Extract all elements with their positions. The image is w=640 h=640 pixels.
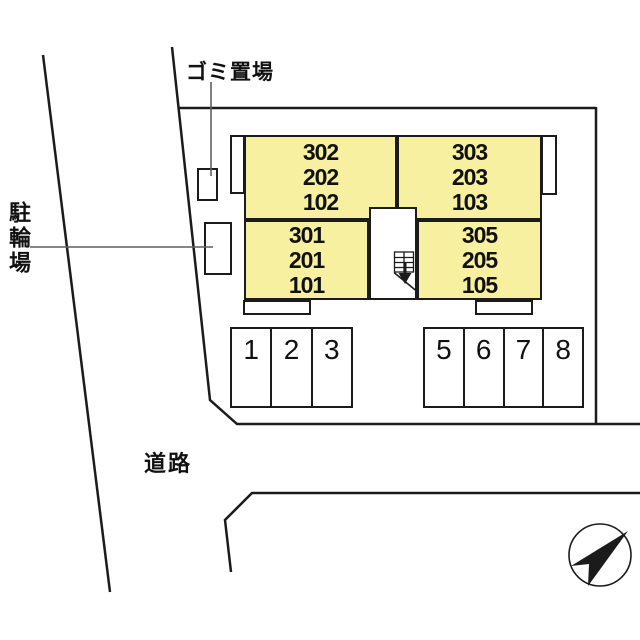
compass-north-arrow-icon <box>568 523 632 587</box>
room-block-301-201-101: 301 201 101 <box>244 220 369 300</box>
parking-stall-6: 6 <box>462 329 503 406</box>
room-block-305-205-105: 305 205 105 <box>417 220 542 300</box>
parking-stall-1: 1 <box>243 334 259 365</box>
room-block-303-203-103: 303 203 103 <box>397 135 542 220</box>
unit-label: 203 <box>451 164 488 190</box>
unit-label: 103 <box>451 189 488 215</box>
unit-label: 101 <box>288 271 325 298</box>
entrance-notch-bottom-right <box>475 300 533 315</box>
garbage-area-box <box>197 168 218 201</box>
parking-stall-8: 8 <box>542 329 582 406</box>
entrance-notch-bottom-left <box>243 300 311 315</box>
unit-label: 201 <box>288 246 325 273</box>
parking-stall-7: 7 <box>502 329 543 406</box>
stairwell <box>369 207 417 300</box>
parking-stall-3: 3 <box>310 329 351 406</box>
unit-label: 102 <box>302 189 339 215</box>
balcony-notch-top-right <box>541 135 557 195</box>
balcony-notch-top-left <box>230 135 245 194</box>
parking-row-right: 5 6 7 8 <box>423 327 584 408</box>
unit-label: 302 <box>302 139 339 165</box>
parking-stall-5: 5 <box>436 334 452 365</box>
road-label: 道路 <box>144 451 193 476</box>
bicycle-parking-box <box>204 222 232 275</box>
road-edge-bottom-line <box>223 491 640 573</box>
unit-label: 303 <box>451 139 488 165</box>
garbage-area-label: ゴミ置場 <box>186 61 274 84</box>
unit-label: 205 <box>461 246 498 273</box>
unit-label: 202 <box>302 164 339 190</box>
unit-label: 305 <box>461 221 498 248</box>
parking-row-left: 1 2 3 <box>230 327 353 408</box>
road-edge-left-line <box>41 54 112 593</box>
parking-stall-2: 2 <box>270 329 310 406</box>
unit-label: 105 <box>461 271 498 298</box>
bicycle-parking-label: 駐輪場 <box>6 201 31 276</box>
unit-label: 301 <box>288 221 325 248</box>
